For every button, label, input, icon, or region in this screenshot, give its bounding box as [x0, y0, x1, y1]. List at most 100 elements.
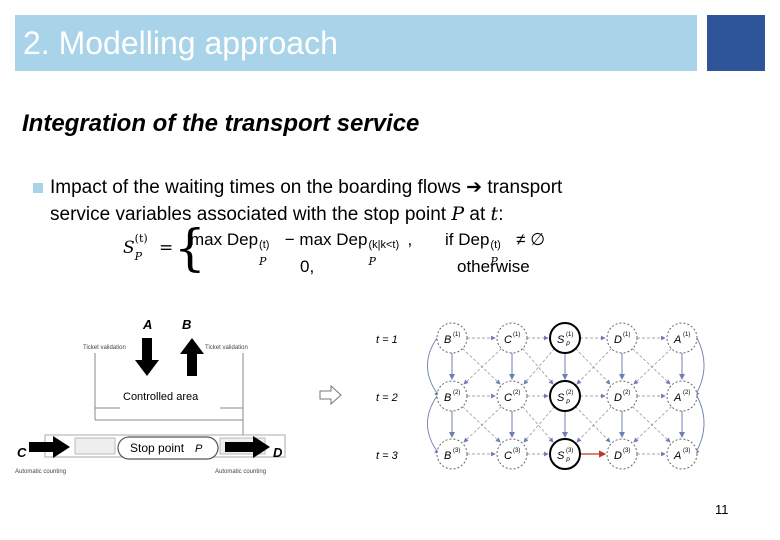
formula-equals: = — [159, 238, 174, 258]
network-node — [549, 380, 581, 412]
label-c: C — [17, 445, 27, 460]
stop-variable: P — [451, 203, 465, 225]
node-superscript: (3) — [513, 448, 520, 454]
page-number: 11 — [715, 502, 729, 517]
formula-case-1: max Dep (t) P − max Dep (k|k<t) P , — [190, 230, 413, 268]
automatic-counting-left: Automatic counting — [15, 469, 66, 475]
node-superscript: (3) — [683, 448, 690, 454]
formula-case-2-condition: otherwise — [457, 257, 530, 276]
bullet-text: Impact of the waiting times on the board… — [50, 175, 562, 228]
label-b: B — [182, 317, 191, 332]
network-node — [666, 438, 698, 470]
node-superscript: (2) — [623, 390, 630, 396]
node-superscript: (1) — [513, 332, 520, 338]
bullet-line1-end: transport — [487, 177, 563, 198]
corner-accent-block — [707, 15, 765, 71]
network-node — [549, 322, 581, 354]
formula-case-2-value: 0, — [300, 257, 315, 276]
flow-edge — [462, 406, 501, 443]
stop-point-shape — [117, 436, 219, 460]
network-node — [666, 380, 698, 412]
formula-condition-1: if Dep (t) P ≠ ∅ — [445, 230, 546, 268]
alighting-up-arrow-icon — [180, 338, 204, 376]
outflow-right-arrow-icon — [225, 436, 270, 458]
network-node — [549, 438, 581, 470]
network-node — [496, 322, 528, 354]
node-superscript: (2) — [513, 390, 520, 396]
network-node — [666, 322, 698, 354]
label-d: D — [273, 445, 283, 460]
stop-point-svg: A B Ticket validation Ticket validation … — [15, 317, 286, 475]
flow-edge — [462, 348, 501, 385]
curved-edge — [694, 337, 705, 397]
slide-subtitle: Integration of the transport service — [22, 110, 420, 137]
node-label: S — [557, 392, 565, 404]
flow-edge — [463, 348, 502, 385]
network-node — [436, 438, 468, 470]
slide-title: 2. Modelling approach — [23, 25, 338, 61]
time-row-label: t = 1 — [376, 334, 398, 346]
network-node — [606, 438, 638, 470]
flow-edge — [523, 348, 555, 385]
stop-point-diagram: A B Ticket validation Ticket validation … — [15, 310, 305, 480]
bullet-line-1: Impact of the waiting times on the board… — [50, 175, 562, 201]
node-label: C — [504, 392, 512, 404]
node-label: A — [673, 392, 681, 404]
flow-edge — [632, 348, 671, 385]
stop-point-var: P — [195, 443, 203, 455]
node-label: D — [614, 392, 622, 404]
bullet-at: at — [469, 204, 486, 225]
right-arrow-icon: ➔ — [466, 177, 483, 198]
curved-edge — [427, 337, 440, 397]
formula-lhs: S (t) P — [123, 232, 148, 263]
ticket-validation-left: Ticket validation — [83, 345, 126, 351]
stop-point-label: Stop point — [130, 441, 185, 455]
curved-edge — [427, 395, 440, 455]
node-label: A — [673, 450, 681, 462]
node-superscript: (2) — [566, 390, 573, 396]
node-superscript: (3) — [566, 448, 573, 454]
flow-edge — [575, 406, 611, 443]
inflow-right-arrow-icon — [29, 436, 70, 458]
flow-edge — [633, 406, 672, 443]
network-node — [606, 380, 638, 412]
node-label: C — [504, 334, 512, 346]
node-superscript: (2) — [453, 390, 460, 396]
time-row-label: t = 2 — [376, 392, 398, 404]
bullet-colon: : — [498, 204, 504, 225]
network-node — [436, 322, 468, 354]
label-a: A — [142, 317, 152, 332]
node-superscript: (1) — [683, 332, 690, 338]
node-subscript: P — [566, 458, 570, 464]
node-superscript: (1) — [566, 332, 573, 338]
network-node — [496, 438, 528, 470]
flow-edge — [633, 348, 672, 385]
flow-edge — [463, 406, 502, 443]
node-label: B — [444, 450, 451, 462]
bullet-line-2: service variables associated with the st… — [50, 201, 562, 228]
node-subscript: P — [566, 400, 570, 406]
node-label: C — [504, 450, 512, 462]
node-label: A — [673, 334, 681, 346]
time-variable: t — [490, 203, 499, 225]
node-superscript: (1) — [453, 332, 460, 338]
flow-edge — [576, 348, 612, 385]
network-node — [606, 322, 638, 354]
node-label: S — [557, 450, 565, 462]
node-label: D — [614, 334, 622, 346]
controlled-area-label: Controlled area — [123, 391, 199, 403]
service-variable-formula: S (t) P = { max Dep (t) P − max Dep (k|k… — [123, 221, 573, 278]
node-superscript: (3) — [453, 448, 460, 454]
flow-edge — [522, 348, 554, 385]
formula-brace: { — [174, 219, 206, 277]
node-label: B — [444, 392, 451, 404]
automatic-counting-right: Automatic counting — [215, 469, 266, 475]
transform-right-arrow-icon — [319, 385, 342, 405]
flow-edge — [632, 406, 671, 443]
bullet-square-icon — [33, 183, 43, 193]
network-node — [496, 380, 528, 412]
time-row-label: t = 3 — [376, 450, 399, 462]
node-superscript: (2) — [683, 390, 690, 396]
